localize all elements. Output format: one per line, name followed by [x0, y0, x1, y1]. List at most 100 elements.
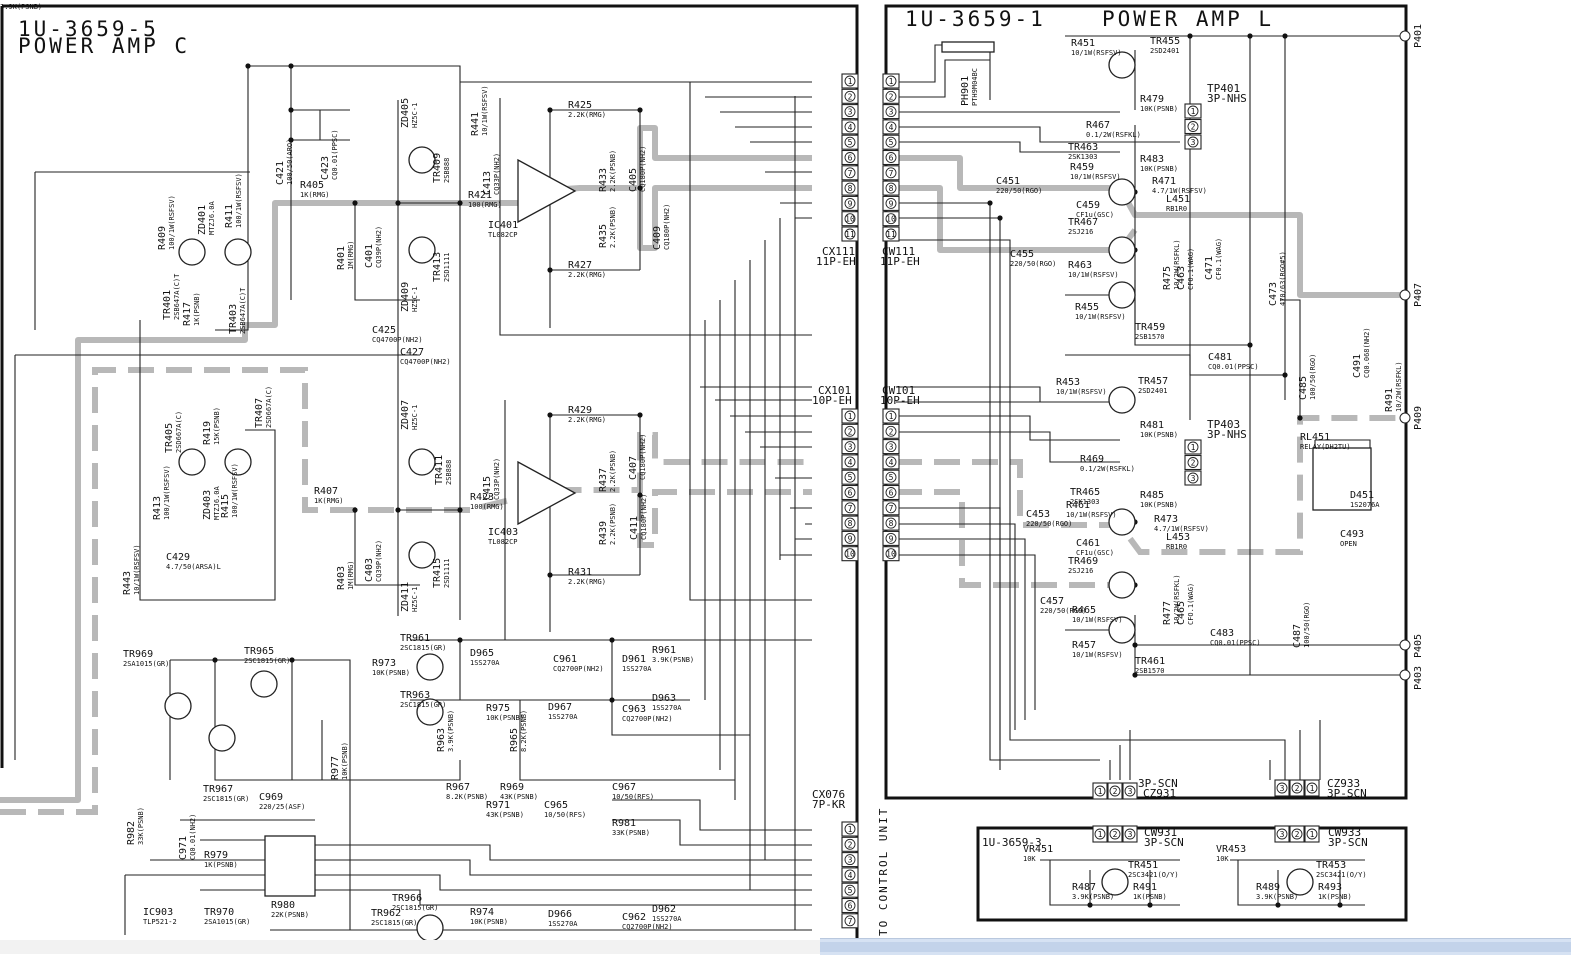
connector-pin-ring	[844, 441, 856, 453]
junction-dot	[1297, 415, 1303, 421]
component-label: R9658.2K(PSNB)	[509, 710, 528, 752]
connector-pin-ring	[844, 106, 856, 118]
cz933-type: 3P-SCN	[1327, 787, 1367, 800]
connector-pin-number: 1	[848, 77, 853, 86]
transistor-tr455-symbol	[1108, 51, 1136, 79]
component-label: C407CQ180P(NH2)	[628, 434, 647, 480]
connector-pin-number: 10	[845, 550, 855, 559]
board-id-center: 1U-3659-5	[18, 17, 159, 41]
component-label: R411100/1W(RSFSV)	[224, 173, 243, 228]
connector-pin-ring	[885, 121, 897, 133]
connector-pin-ring	[844, 548, 856, 560]
junction-dot	[288, 107, 294, 113]
component-label: TR4012SB647A(C)T	[162, 273, 181, 320]
transistor-tr401-symbol	[178, 238, 206, 266]
connector-pin-number: 8	[848, 184, 853, 193]
component-label: C491CQ0.068(NH2)	[1352, 327, 1371, 378]
scrollbar-thumb[interactable]	[820, 942, 1571, 952]
connector-pin-number: 1	[1310, 784, 1315, 793]
junction-dot	[1282, 33, 1288, 39]
connector-pin-ring	[1187, 105, 1199, 117]
connector-pin-ring	[844, 197, 856, 209]
connector-pin-number: 6	[848, 489, 853, 498]
component-label: ZD403MTZJ6.0A	[202, 485, 221, 520]
connector-pin-ring	[844, 90, 856, 102]
junction-dot	[997, 215, 1003, 221]
transistor-tr463-symbol	[1108, 178, 1136, 206]
component-label: R4352.2K(PSNB)	[598, 206, 617, 248]
horizontal-scrollbar[interactable]	[820, 938, 1571, 955]
connector-pin-ring	[844, 517, 856, 529]
junction-dot	[352, 200, 358, 206]
connector-pin-ring	[844, 136, 856, 148]
component-label: TR4032SB647A(C)T	[228, 287, 247, 334]
component-label: R44310/1W(RSFSV)	[122, 544, 141, 595]
cz931-type: 3P-SCN	[1138, 777, 1178, 790]
cz931-ref: CZ931	[1143, 787, 1176, 800]
connector-pin-number: 2	[1295, 830, 1300, 839]
connector-pin-number: 2	[1191, 459, 1196, 468]
component-label: C401CQ39P(NH2)	[364, 226, 383, 268]
connector-pin-ring	[885, 532, 897, 544]
component-label: R4392.2K(PSNB)	[598, 503, 617, 545]
connector-pin-number: 5	[848, 473, 853, 482]
component-label: R44110/1W(RSFSV)	[470, 85, 489, 136]
terminal-p403: P403	[1413, 666, 1424, 690]
connector-pin-ring	[885, 487, 897, 498]
connector-pin-number: 9	[889, 534, 894, 543]
connector-pin-number: 6	[889, 154, 894, 163]
transistor-tr451-symbol	[1101, 868, 1129, 896]
transistor-tr969-symbol	[164, 692, 192, 720]
connector-pin-ring	[1291, 828, 1303, 840]
connector-pin-number: 4	[889, 123, 894, 132]
component-label: C421100/50(ARO)	[275, 139, 294, 185]
junction-dot	[1132, 642, 1138, 648]
terminal-p405: P405	[1413, 634, 1424, 658]
junction-dot	[288, 137, 294, 143]
connector-pin-number: 8	[889, 519, 894, 528]
junction-dot	[637, 492, 643, 498]
connector-pin-ring	[885, 106, 897, 118]
cw931-type: 3P-SCN	[1144, 836, 1184, 849]
connector-pin-ring	[885, 90, 897, 102]
connector-pin-ring	[885, 75, 897, 87]
connector-pin-ring	[844, 213, 856, 225]
component-label: TR4112SB888	[434, 455, 453, 485]
board-title-center: 1U-3659-5 POWER AMP C	[18, 17, 187, 58]
component-label: TR4092SB888	[432, 153, 451, 183]
transistor-tr469-symbol	[1108, 571, 1136, 599]
connector-pin-number: 2	[848, 427, 853, 436]
component-label: C405CQ180P(NH2)	[628, 146, 647, 192]
junction-dot	[1147, 902, 1153, 908]
connector-pin-ring	[1187, 121, 1199, 132]
connector-pin-ring	[844, 152, 856, 163]
connector-pin-ring	[844, 854, 856, 866]
ic-ic903-symbol	[264, 835, 316, 897]
wiring	[14, 35, 1400, 935]
connector-pin-ring	[844, 900, 856, 911]
component-label: ZD407HZ5C-1	[400, 400, 419, 430]
component-label: R413100/1W(RSFSV)	[152, 465, 171, 520]
board-frames	[0, 4, 1408, 938]
